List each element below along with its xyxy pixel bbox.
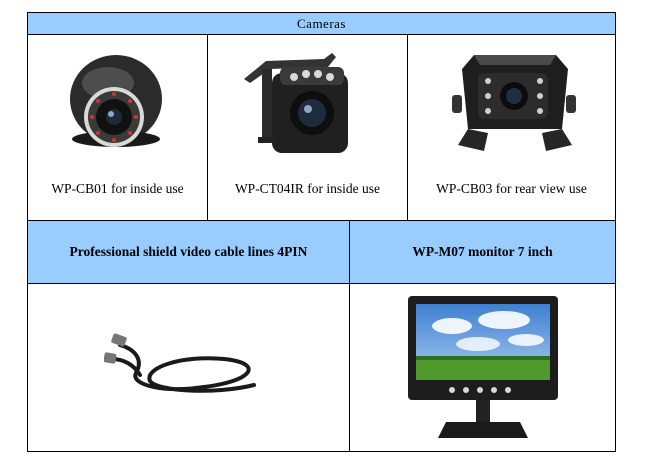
accessory-image-cell-2 bbox=[349, 283, 616, 452]
monitor-icon bbox=[408, 296, 558, 438]
table-title-row: Cameras bbox=[27, 12, 616, 35]
bracket-camera-icon bbox=[244, 53, 348, 153]
cable-icon bbox=[104, 333, 256, 393]
camera-caption-2: WP-CT04IR for inside use bbox=[234, 181, 381, 196]
dome-camera-icon bbox=[70, 55, 162, 147]
camera-cell-1: WP-CB01 for inside use bbox=[27, 34, 208, 221]
accessory-heading-cell-2: WP-M07 monitor 7 inch bbox=[349, 220, 616, 284]
camera-cell-2: WP-CT04IR for inside use bbox=[207, 34, 408, 221]
product-table: Cameras WP-CB01 for inside use bbox=[27, 12, 616, 452]
accessory-image-cell-1 bbox=[27, 283, 350, 452]
camera-cell-3: WP-CB03 for rear view use bbox=[407, 34, 616, 221]
accessory-heading-cell-1: Professional shield video cable lines 4P… bbox=[27, 220, 350, 284]
accessory-heading-1: Professional shield video cable lines 4P… bbox=[69, 244, 308, 259]
rear-view-camera-icon bbox=[452, 55, 576, 151]
table-title: Cameras bbox=[297, 15, 346, 31]
accessory-heading-2: WP-M07 monitor 7 inch bbox=[412, 244, 553, 259]
camera-caption-1: WP-CB01 for inside use bbox=[51, 181, 184, 196]
camera-caption-3: WP-CB03 for rear view use bbox=[436, 181, 587, 196]
